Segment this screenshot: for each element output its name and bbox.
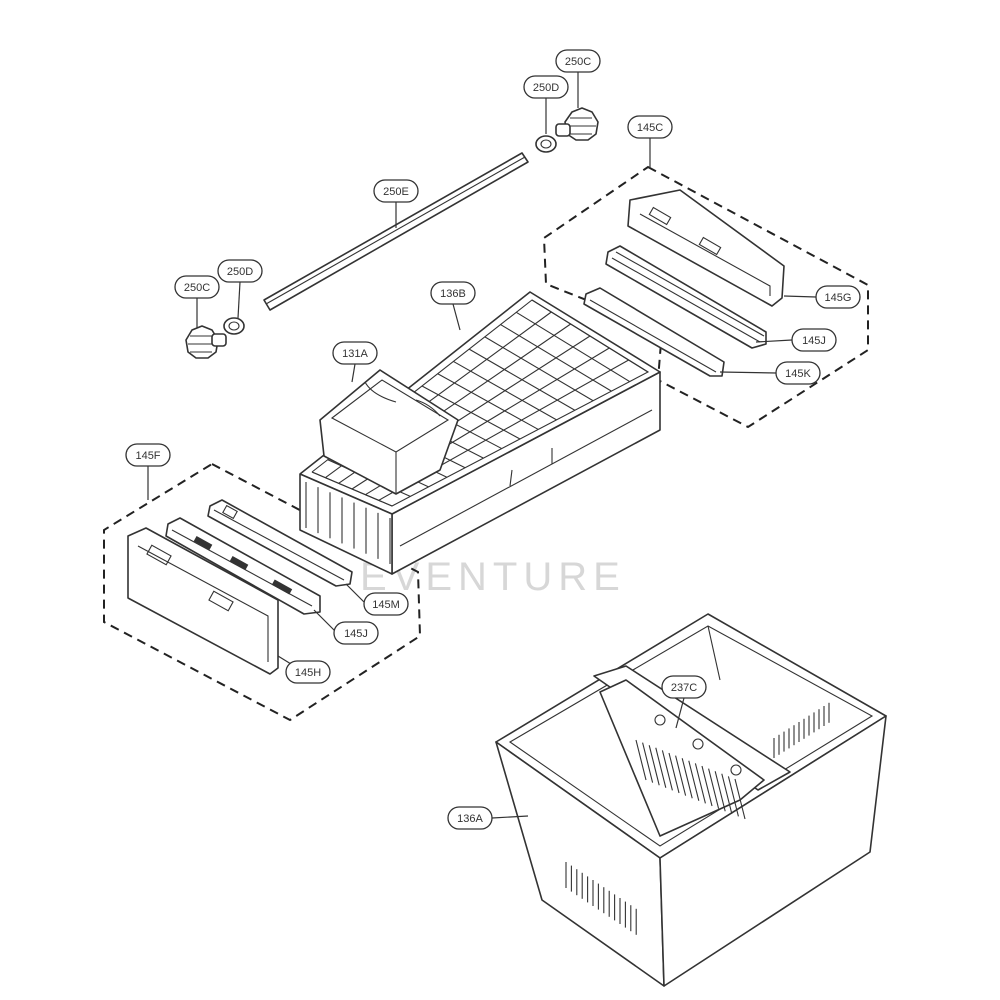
label-131A: 131A: [332, 341, 378, 365]
divider-slat: [688, 760, 700, 801]
svg-text:145G: 145G: [825, 292, 852, 304]
divider-slat: [655, 747, 667, 788]
svg-text:131A: 131A: [342, 348, 368, 360]
label-250E: 250E: [373, 179, 419, 203]
label-145H: 145H: [285, 660, 331, 684]
divider-slat: [668, 752, 680, 794]
divider-slat: [721, 773, 733, 814]
divider-slat: [694, 763, 706, 804]
rail-cover-145G: [627, 189, 785, 307]
label-145J-left: 145J: [333, 621, 379, 645]
label-250D-top: 250D: [523, 75, 569, 99]
svg-text:145H: 145H: [295, 667, 321, 679]
svg-text:145J: 145J: [802, 335, 826, 347]
svg-text:250E: 250E: [383, 186, 409, 198]
bushing-250D-left: [223, 317, 245, 335]
rail-145J-left: [165, 517, 321, 615]
label-145J-right: 145J: [791, 328, 837, 352]
label-145F: 145F: [125, 443, 171, 467]
rail-145K: [583, 287, 725, 377]
svg-text:136B: 136B: [440, 288, 466, 300]
rod-250E: [263, 152, 529, 311]
divider-237C: [593, 665, 791, 837]
svg-text:250D: 250D: [533, 82, 559, 94]
small-bin-131A: [319, 369, 459, 495]
bushing-250D-top: [535, 135, 557, 153]
svg-text:136A: 136A: [457, 813, 483, 825]
svg-text:145C: 145C: [637, 122, 663, 134]
divider-slat: [681, 758, 693, 799]
divider-slat: [642, 742, 654, 783]
label-250D-left: 250D: [217, 259, 263, 283]
divider-slat: [675, 755, 687, 796]
svg-text:250C: 250C: [565, 56, 591, 68]
label-237C: 237C: [661, 675, 707, 699]
gear-250C-top: [555, 107, 599, 141]
divider-slat: [701, 765, 713, 807]
divider-slat: [727, 776, 739, 817]
group-145F-outline: [103, 462, 422, 722]
label-145G: 145G: [815, 285, 861, 309]
label-145C: 145C: [627, 115, 673, 139]
label-136B: 136B: [430, 281, 476, 305]
label-250C-top: 250C: [555, 49, 601, 73]
label-145M: 145M: [363, 592, 409, 616]
divider-slat: [635, 739, 647, 781]
svg-text:145J: 145J: [344, 628, 368, 640]
svg-text:145F: 145F: [135, 450, 160, 462]
divider-slat: [734, 778, 746, 820]
label-136A: 136A: [447, 806, 493, 830]
svg-text:145K: 145K: [785, 368, 811, 380]
svg-text:250C: 250C: [184, 282, 210, 294]
divider-slat: [661, 750, 673, 791]
rail-145J-right: [605, 245, 767, 349]
divider-slat: [714, 771, 726, 812]
svg-text:250D: 250D: [227, 266, 253, 278]
rail-145M: [207, 499, 353, 587]
svg-text:145M: 145M: [372, 599, 400, 611]
label-250C-left: 250C: [174, 275, 220, 299]
gear-250C-left: [185, 325, 227, 359]
divider-slat: [648, 745, 660, 786]
label-145K: 145K: [775, 361, 821, 385]
rail-cover-145H: [127, 527, 279, 675]
svg-text:237C: 237C: [671, 682, 697, 694]
divider-slat: [708, 768, 720, 809]
